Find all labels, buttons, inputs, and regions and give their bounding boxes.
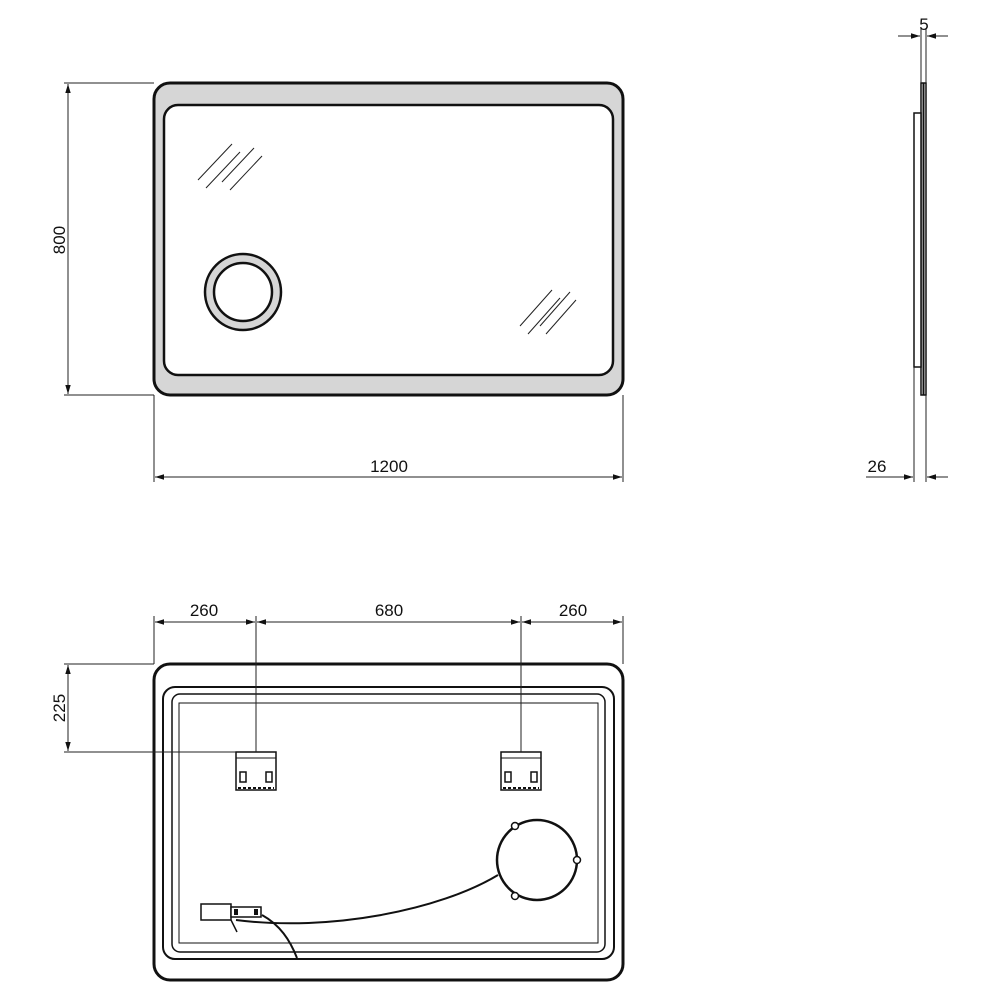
magnifier-mirror bbox=[203, 252, 283, 332]
depth-dimension: 26 bbox=[866, 367, 948, 482]
side-body bbox=[913, 112, 922, 368]
magnifier-back bbox=[495, 818, 582, 902]
thickness-dimension: 5 bbox=[898, 15, 948, 83]
width-dimension: 1200 bbox=[153, 395, 624, 482]
height-label: 800 bbox=[50, 226, 69, 254]
right-wall-bracket bbox=[500, 751, 542, 791]
power-connector bbox=[200, 903, 262, 933]
width-label: 1200 bbox=[370, 457, 408, 476]
left-wall-bracket bbox=[235, 751, 277, 791]
top-offset-dimension: 225 bbox=[50, 663, 236, 753]
right-offset-label: 260 bbox=[559, 601, 587, 620]
left-offset-label: 260 bbox=[190, 601, 218, 620]
bracket-spacing-label: 680 bbox=[375, 601, 403, 620]
front-view: 800 1200 bbox=[50, 81, 625, 482]
reflection-lines-bottom-right bbox=[519, 289, 577, 335]
depth-label: 26 bbox=[868, 457, 887, 476]
rear-inner-rail bbox=[171, 693, 606, 953]
side-view: 5 26 bbox=[866, 15, 948, 482]
mirror-glass-area bbox=[162, 103, 615, 377]
bracket-spacing-dimensions: 260 680 260 bbox=[153, 601, 624, 752]
rear-view: 260 680 260 225 bbox=[50, 601, 625, 982]
thickness-label: 5 bbox=[919, 15, 928, 34]
top-offset-label: 225 bbox=[50, 694, 69, 722]
height-dimension: 800 bbox=[50, 82, 154, 396]
reflection-lines-top-left bbox=[197, 143, 263, 191]
